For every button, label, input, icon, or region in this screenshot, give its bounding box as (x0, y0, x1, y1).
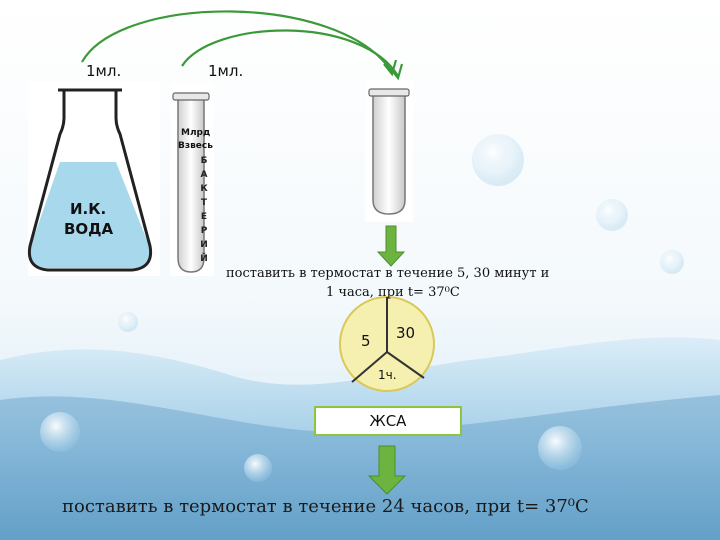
flask-content-line2: ВОДА (64, 220, 114, 238)
timer-divider-left (351, 351, 388, 383)
flask-liquid (29, 162, 151, 268)
tube-volume-label: 1мл. (208, 62, 244, 80)
tube-letter: Р (200, 226, 208, 236)
transfer-arc-from-tube (181, 29, 399, 77)
timer-label-1h: 1ч. (378, 368, 397, 382)
tube-letter: Т (200, 198, 208, 208)
water-splash (0, 337, 720, 540)
transfer-arc-from-flask-arrowhead (383, 59, 398, 77)
empty-tube-body (372, 93, 406, 215)
flask-volume-label: 1мл. (86, 62, 122, 80)
transfer-arc-from-flask (81, 10, 393, 73)
timer-label-5: 5 (361, 332, 371, 350)
instruction1-line1: поставить в термостат в течение 5, 30 ми… (226, 266, 550, 281)
water-bubble (40, 412, 80, 452)
water-bubble (538, 426, 582, 470)
water-bubble (596, 199, 628, 231)
water-splash-highlight (0, 395, 720, 540)
flask-content-line1: И.К. (70, 200, 107, 218)
instruction2: поставить в термостат в течение 24 часов… (62, 496, 589, 517)
tube-letter: А (200, 170, 208, 180)
tube-letter: К (200, 184, 208, 194)
tube-letter: Й (200, 254, 208, 264)
zhsa-label: ЖСА (369, 412, 407, 430)
down-arrow-icon (376, 225, 406, 267)
flask-outline (27, 90, 153, 272)
tube-letter: Е (200, 212, 208, 222)
tube-label-line1: Млрд (181, 128, 211, 138)
water-bubble (244, 454, 272, 482)
down-arrow-icon (367, 445, 407, 495)
timer-divider-right (386, 351, 425, 379)
tube-letter: И (200, 240, 208, 250)
zhsa-box: ЖСА (314, 406, 462, 436)
tube-body (177, 97, 205, 273)
tube-label-line2: Взвесь (178, 141, 213, 151)
water-bubble (660, 250, 684, 274)
water-bubble (118, 312, 138, 332)
tube-letter: Б (200, 156, 208, 166)
water-bubble (472, 134, 524, 186)
tube-rim (172, 92, 210, 101)
transfer-arc-from-tube-arrowhead (389, 63, 404, 81)
timer-label-30: 30 (396, 324, 416, 342)
instruction1-line2: 1 часа, при t= 37⁰С (326, 285, 460, 300)
empty-tube-rim (368, 88, 410, 97)
